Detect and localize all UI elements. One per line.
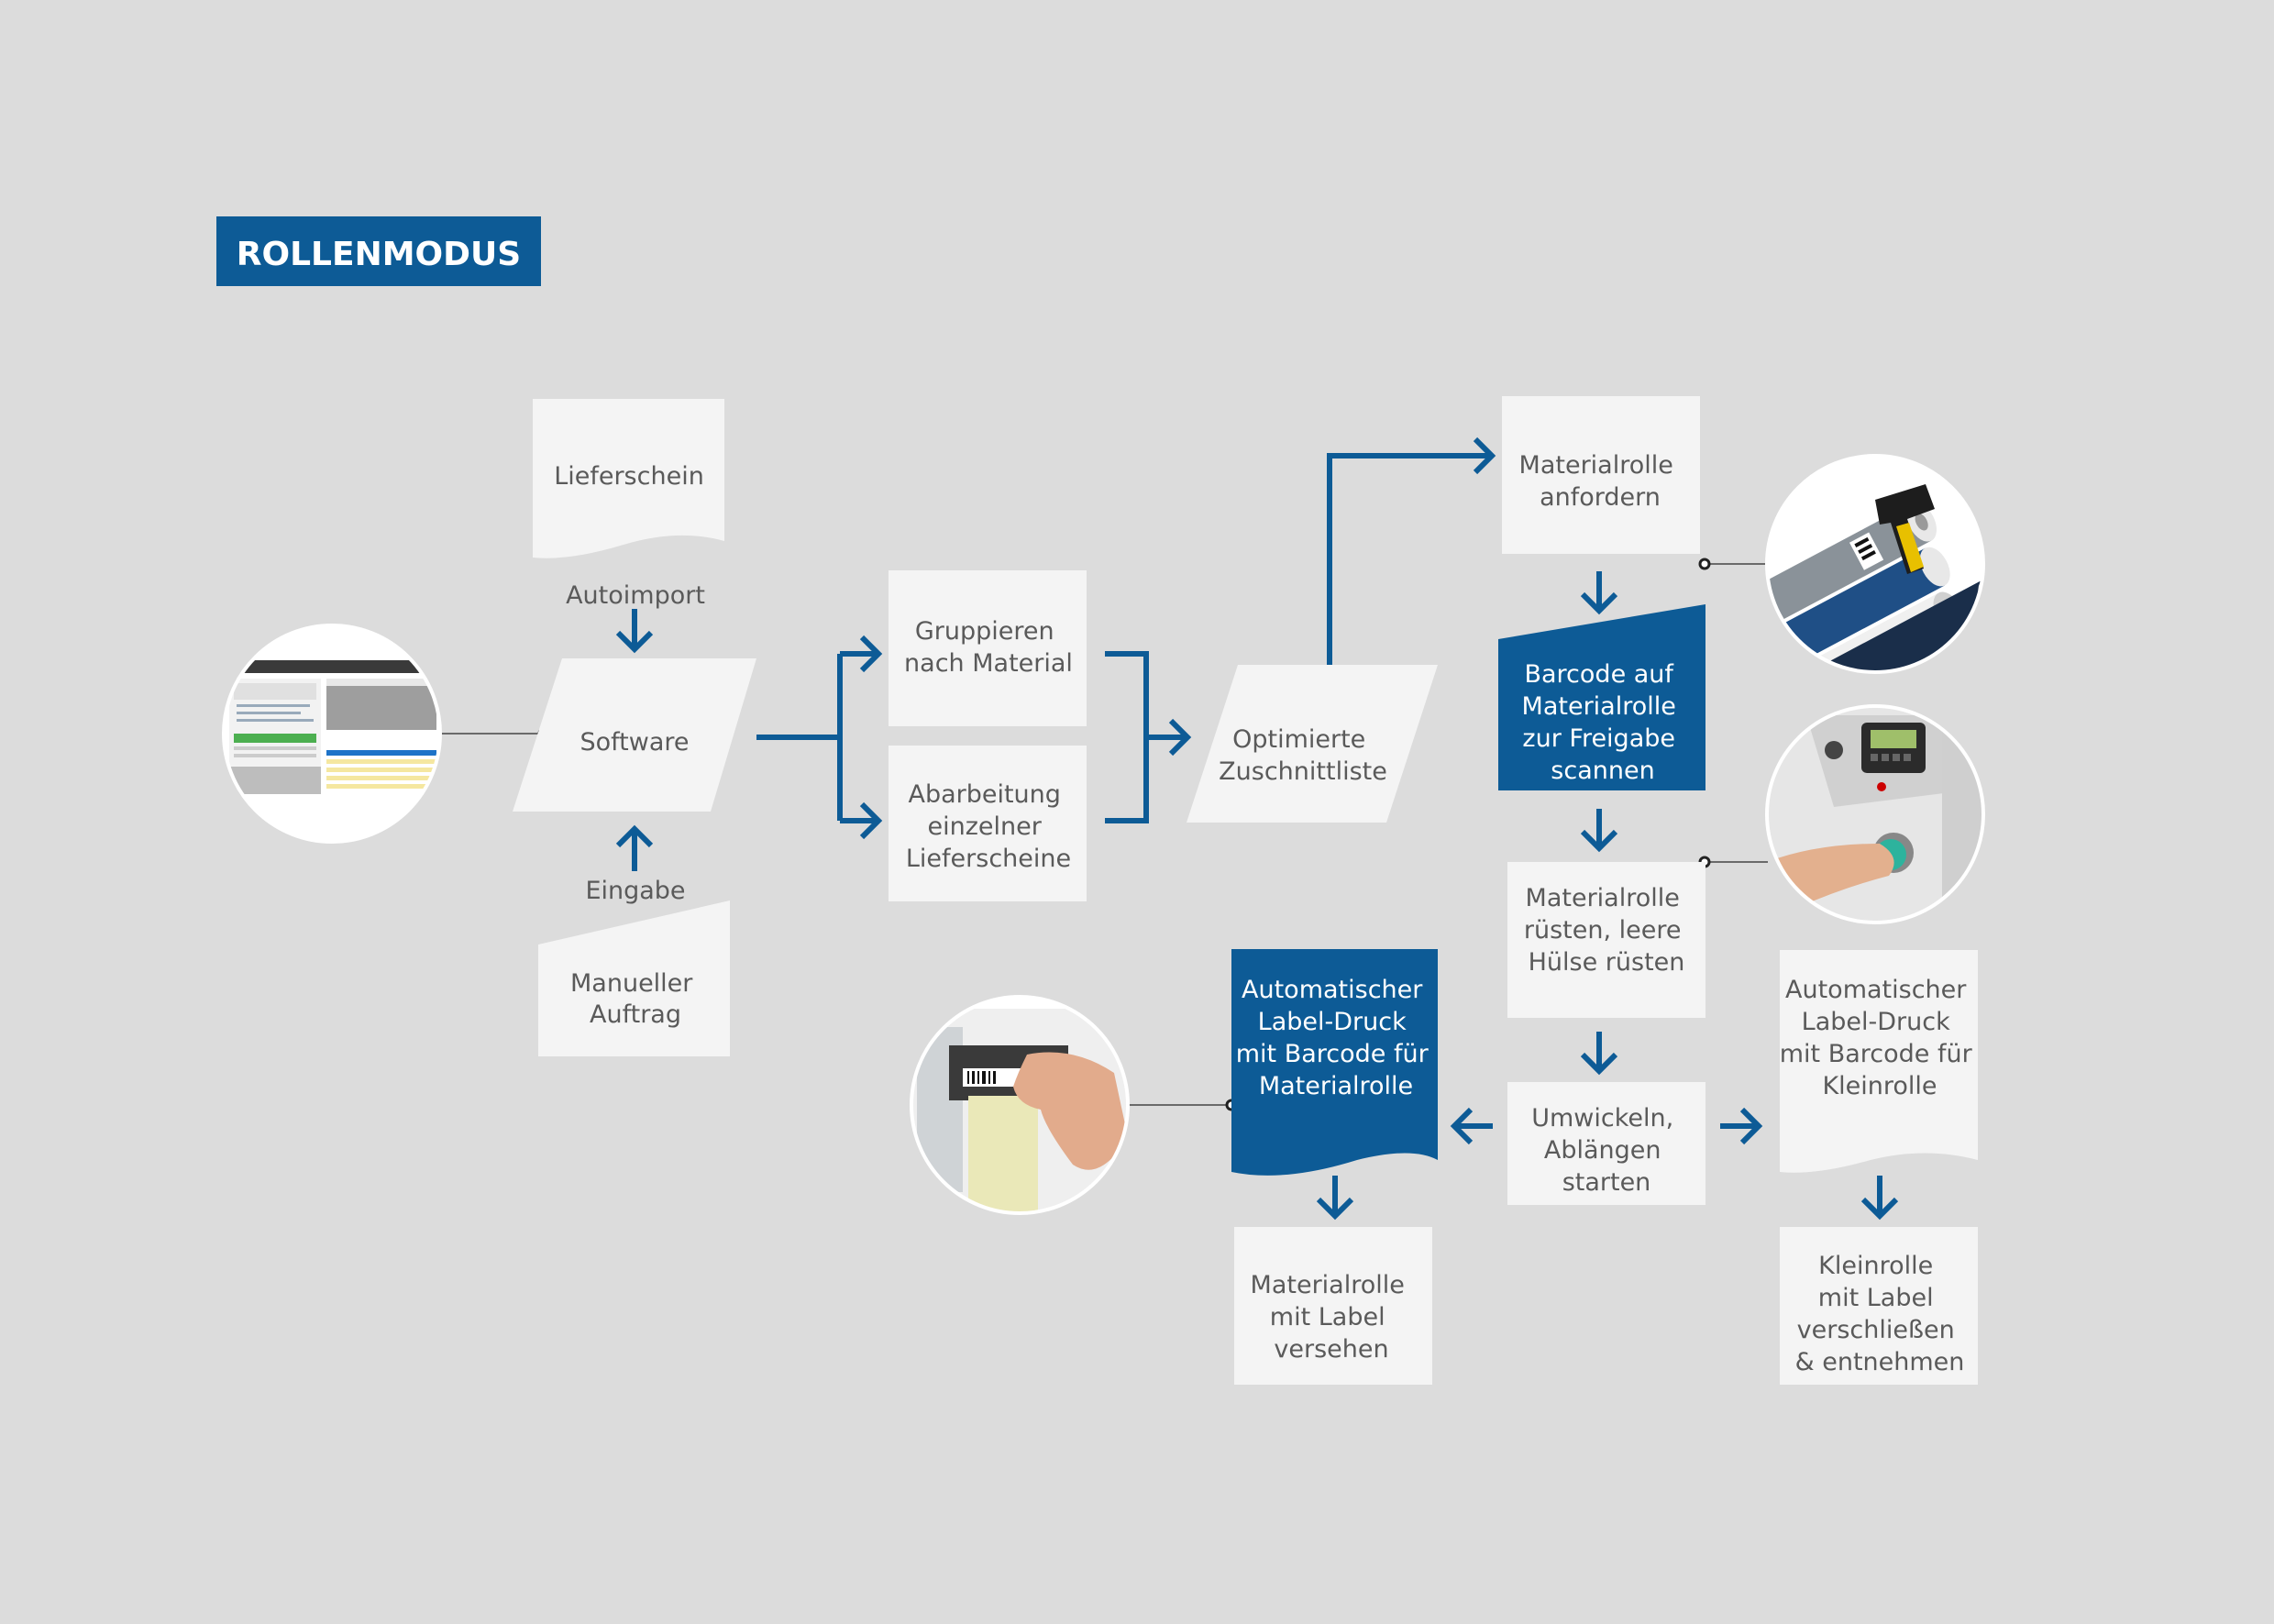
- node-label: Software: [580, 728, 689, 757]
- barcode-scanner-rolls-photo: [1765, 454, 1985, 674]
- node-barcode-scannen: Barcode auf Materialrolle zur Freigabe s…: [1498, 604, 1706, 790]
- node-materialrolle-mit-label: Materialrolle mit Label versehen: [1234, 1227, 1432, 1385]
- node-label: Automatischer Label-Druck mit Barcode fü…: [1236, 976, 1437, 1100]
- connector-dot: [1698, 558, 1711, 570]
- page-title: ROLLENMODUS: [237, 236, 521, 273]
- software-screenshot-photo: [222, 624, 442, 844]
- node-label: Materialrolle anfordern: [1519, 451, 1682, 512]
- title-banner: ROLLENMODUS: [216, 216, 541, 286]
- machine-control-panel-photo: [1765, 704, 1985, 924]
- node-umwickeln: Umwickeln, Ablängen starten: [1507, 1082, 1706, 1205]
- arrow-software-branch: [756, 651, 878, 823]
- arrow-merge-optimiert: [1105, 651, 1187, 823]
- node-software: Software: [513, 658, 756, 812]
- node-label: Gruppieren nach Material: [904, 617, 1073, 678]
- node-lieferschein: Lieferschein: [533, 399, 724, 558]
- node-label: Kleinrolle mit Label verschließen & entn…: [1795, 1252, 1965, 1376]
- label-printer-photo: [910, 995, 1130, 1215]
- node-label: Lieferschein: [554, 462, 704, 491]
- node-gruppieren: Gruppieren nach Material: [889, 570, 1087, 726]
- label-autoimport: Autoimport: [566, 581, 705, 610]
- node-label: Umwickeln, Ablängen starten: [1531, 1104, 1682, 1197]
- label-eingabe: Eingabe: [585, 877, 685, 905]
- node-label: Optimierte Zuschnittliste: [1219, 725, 1387, 786]
- node-label: Barcode auf Materialrolle zur Freigabe s…: [1522, 660, 1684, 785]
- node-label: Abarbeitung einzelner Lieferscheine: [906, 780, 1071, 873]
- node-label: Automatischer Label-Druck mit Barcode fü…: [1780, 976, 1981, 1100]
- node-label-druck-materialrolle: Automatischer Label-Druck mit Barcode fü…: [1231, 949, 1438, 1176]
- node-materialrolle-ruesten: Materialrolle rüsten, leere Hülse rüsten: [1507, 862, 1706, 1018]
- flow-arrows: [615, 436, 1899, 1221]
- node-label: Materialrolle mit Label versehen: [1251, 1271, 1413, 1364]
- arrow-optimiert-anfordern: [1327, 453, 1492, 665]
- node-label: Materialrolle rüsten, leere Hülse rüsten: [1524, 884, 1689, 977]
- node-optimierte-zuschnittliste: Optimierte Zuschnittliste: [1187, 665, 1438, 823]
- node-label: Manueller Auftrag: [570, 969, 701, 1029]
- node-label-druck-kleinrolle: Automatischer Label-Druck mit Barcode fü…: [1780, 950, 1981, 1173]
- node-abarbeitung: Abarbeitung einzelner Lieferscheine: [889, 746, 1087, 901]
- node-materialrolle-anfordern: Materialrolle anfordern: [1502, 396, 1700, 554]
- node-kleinrolle-mit-label: Kleinrolle mit Label verschließen & entn…: [1780, 1227, 1978, 1385]
- node-manueller-auftrag: Manueller Auftrag: [538, 900, 730, 1056]
